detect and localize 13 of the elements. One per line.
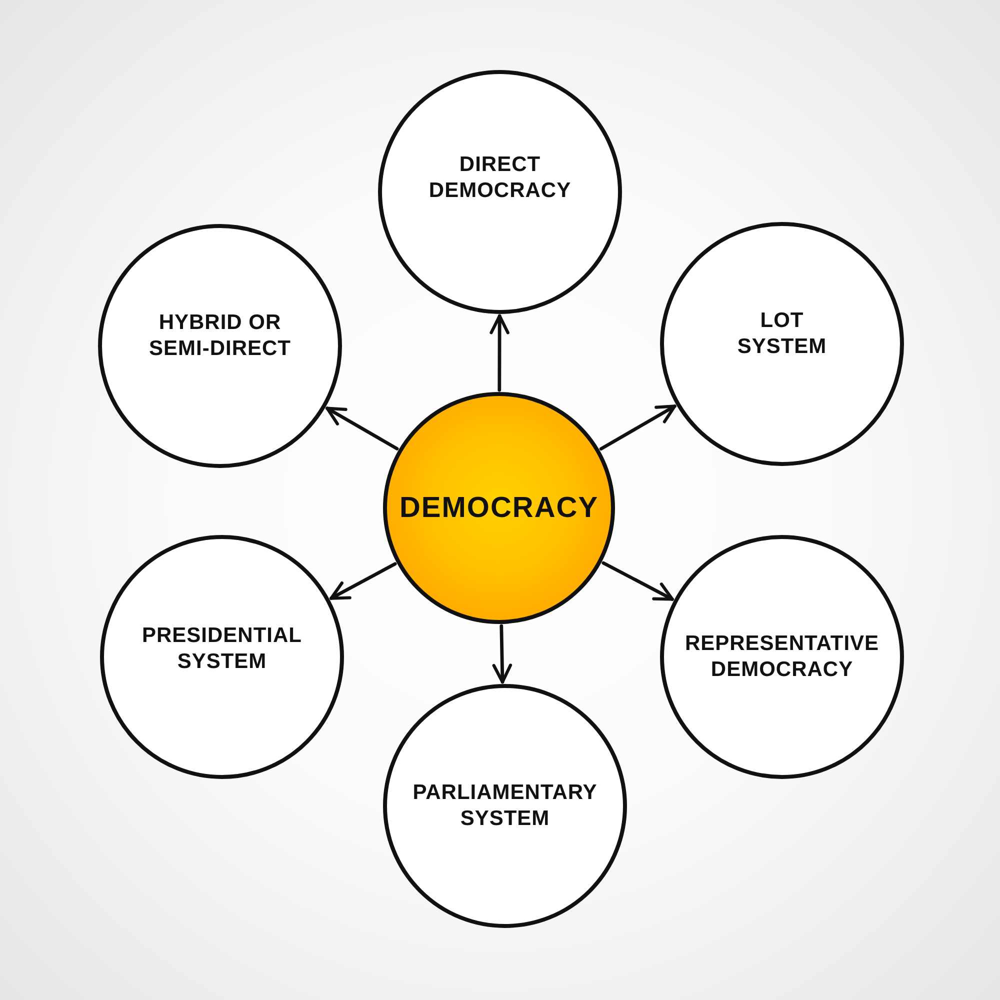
- node-label: LOT SYSTEM: [736, 308, 828, 360]
- central-label: DEMOCRACY: [399, 495, 599, 521]
- arrow: [599, 404, 676, 450]
- arrow: [330, 562, 397, 600]
- arrow: [326, 406, 399, 450]
- arrow: [602, 561, 674, 601]
- node-label: DIRECT DEMOCRACY: [428, 152, 572, 204]
- arrow: [492, 624, 512, 684]
- node-label: REPRESENTATIVE DEMOCRACY: [684, 631, 880, 683]
- arrow: [490, 314, 510, 392]
- node-label: PARLIAMENTARY SYSTEM: [412, 780, 598, 832]
- node-label: PRESIDENTIAL SYSTEM: [140, 623, 303, 675]
- node-label: HYBRID OR SEMI-DIRECT: [148, 310, 292, 362]
